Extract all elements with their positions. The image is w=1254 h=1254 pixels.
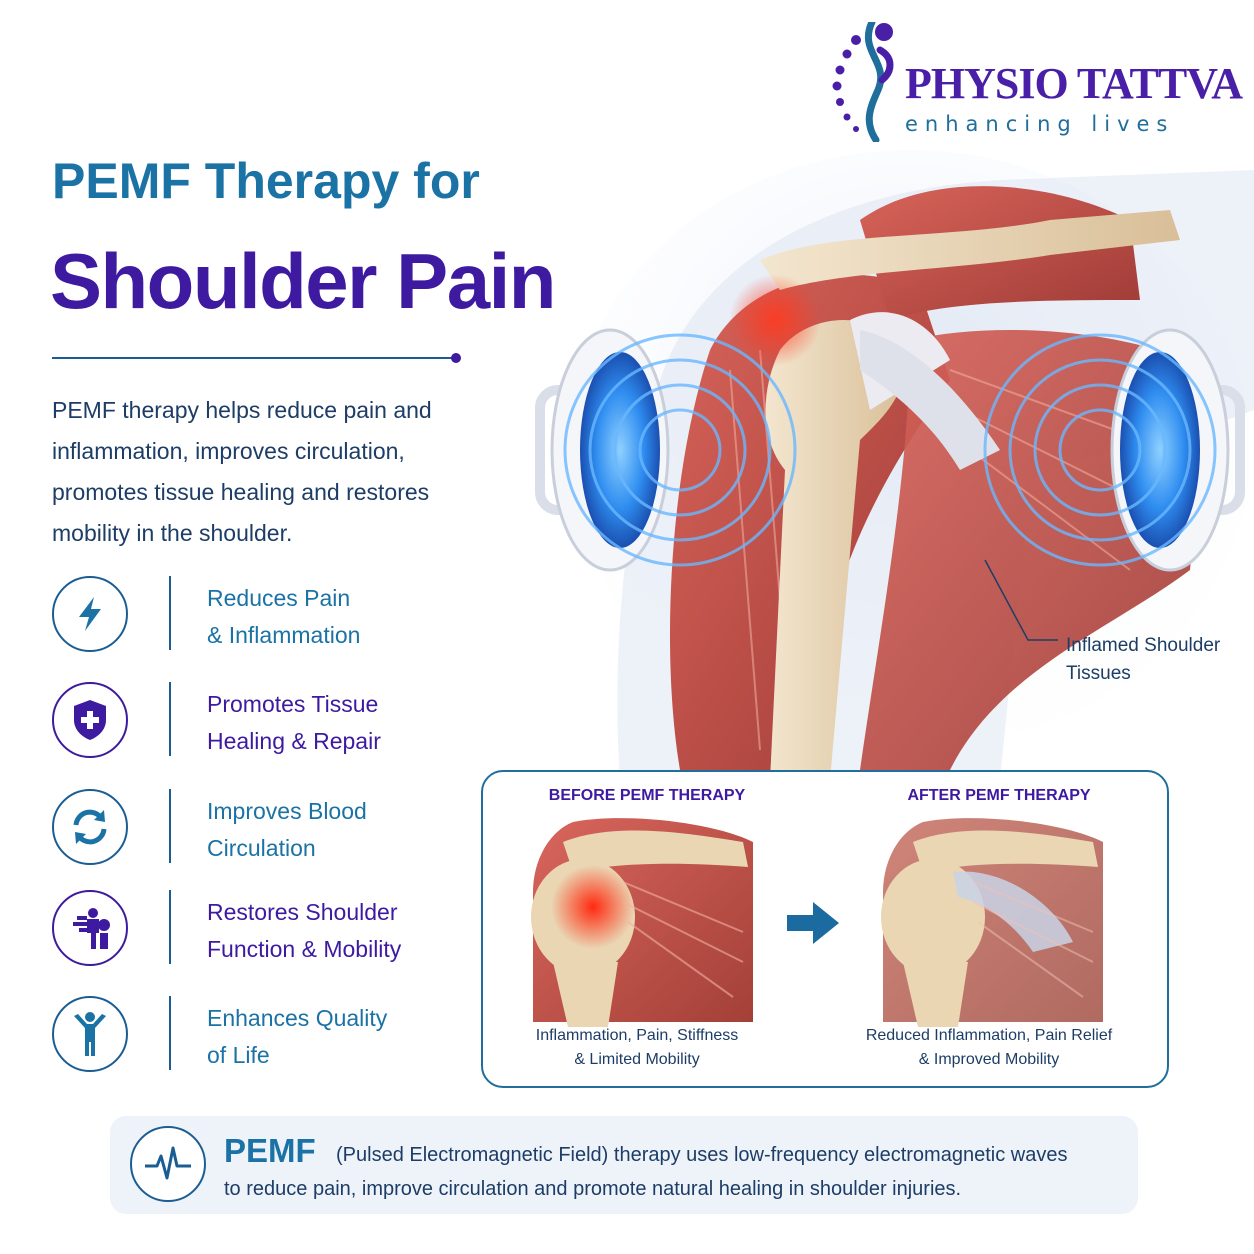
footer-heading: PEMF — [224, 1132, 316, 1169]
benefit-divider — [169, 789, 171, 863]
shoulder-anatomy-illustration — [535, 150, 1254, 780]
circular-arrows-icon — [52, 789, 128, 865]
page-title-line2: Shoulder Pain — [50, 237, 556, 325]
brand-tagline: enhancing lives — [905, 112, 1175, 136]
title-divider — [52, 357, 454, 359]
brand-name: PHYSIO TATTVA — [905, 59, 1243, 108]
benefit-divider — [169, 996, 171, 1070]
logo-mark — [832, 22, 894, 142]
before-heading: BEFORE PEMF THERAPY — [548, 787, 746, 804]
footer-text-line2: to reduce pain, improve circulation and … — [224, 1178, 962, 1200]
shoulder-exercise-icon — [52, 890, 128, 966]
title-divider-dot — [451, 353, 461, 363]
benefit-item: Reduces Pain& Inflammation — [52, 576, 472, 656]
after-caption: Reduced Inflammation, Pain Relief& Impro… — [865, 1027, 1113, 1068]
before-shoulder-image — [531, 818, 753, 1027]
before-after-panel: BEFORE PEMF THERAPY AFTER PEMF THERAPY I… — [481, 770, 1169, 1088]
benefit-divider — [169, 576, 171, 650]
page-title-line1: PEMF Therapy for — [52, 153, 480, 209]
after-shoulder-image — [881, 818, 1103, 1027]
footer-text-line1: (Pulsed Electromagnetic Field) therapy u… — [336, 1144, 1068, 1166]
benefit-divider — [169, 682, 171, 756]
shield-plus-icon — [52, 682, 128, 758]
after-heading: AFTER PEMF THERAPY — [907, 787, 1091, 804]
arrow-right-icon — [787, 902, 839, 944]
waveform-icon — [130, 1126, 206, 1202]
intro-text: PEMF therapy helps reduce pain and infla… — [52, 397, 432, 546]
benefit-divider — [169, 890, 171, 964]
before-caption: Inflammation, Pain, Stiffness& Limited M… — [535, 1027, 739, 1068]
person-raised-arms-icon — [52, 996, 128, 1072]
footer-info-box: PEMF (Pulsed Electromagnetic Field) ther… — [110, 1116, 1138, 1214]
lightning-icon — [52, 576, 128, 652]
benefit-label: Reduces Pain& Inflammation — [207, 585, 361, 648]
